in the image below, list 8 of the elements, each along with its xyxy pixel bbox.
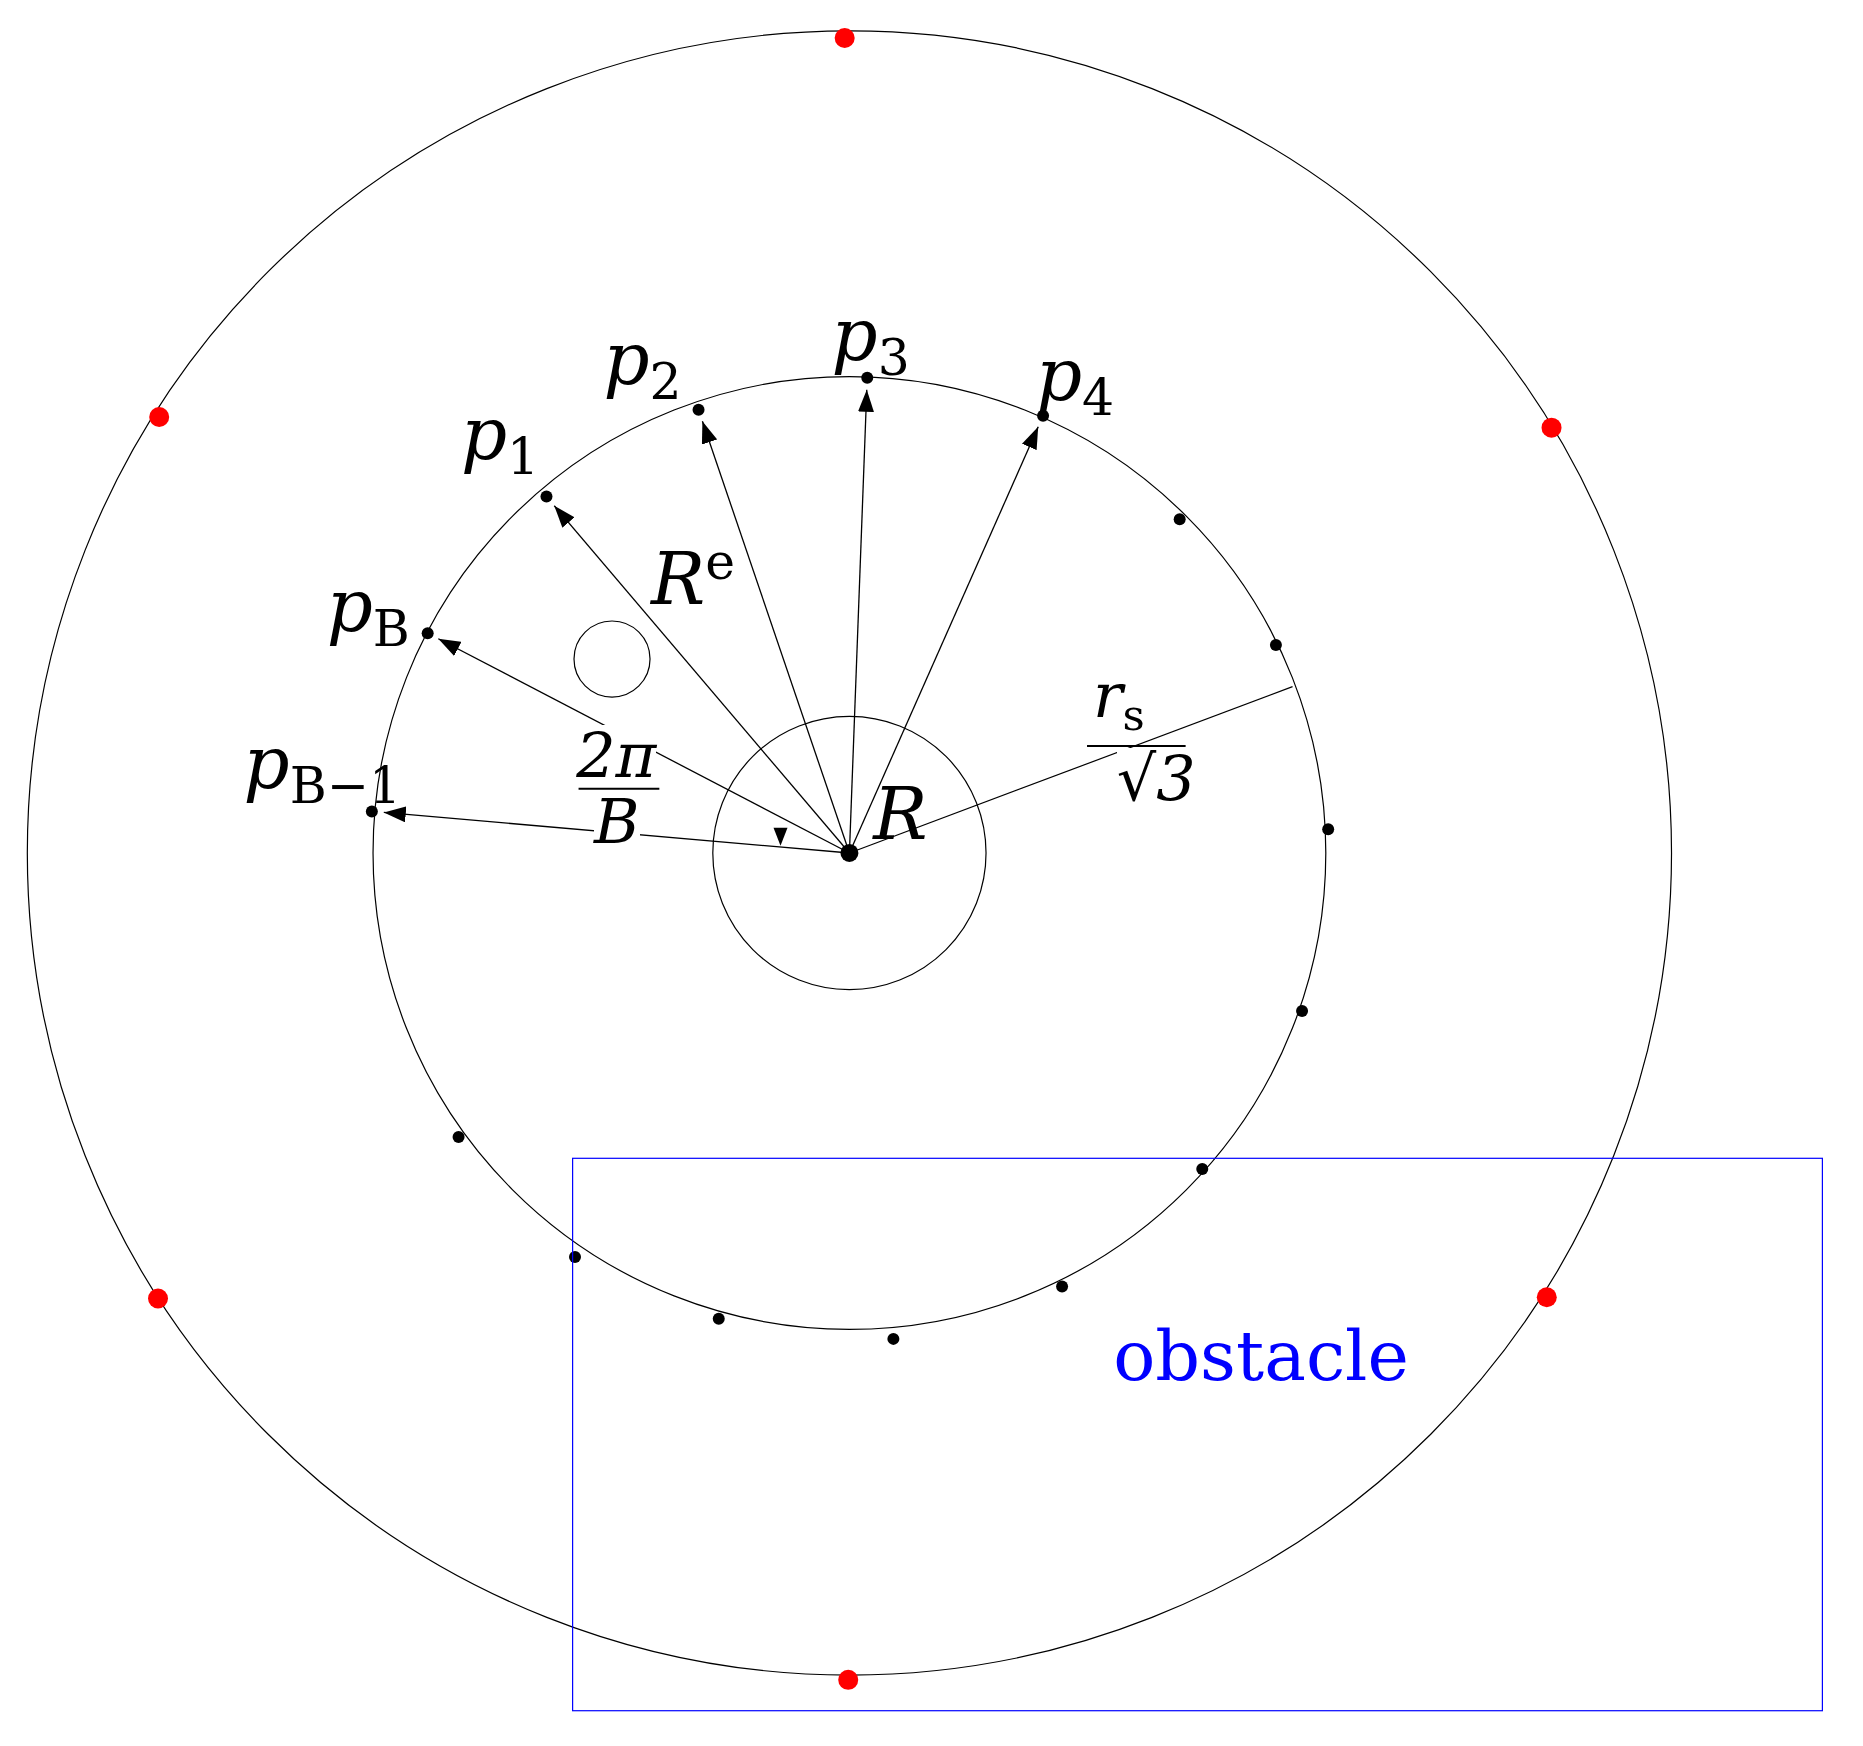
point-label: p$_{3}$ [831,299,910,385]
point-label: p$_{4}$ [1035,338,1115,424]
point-label: p$_{2}$ [603,323,682,408]
robot-label: R [873,778,928,851]
point-label: p$_{1}$ [460,397,540,483]
point-label: p$_{B}$ [326,570,410,656]
obstacle-label: obstacle [1113,1321,1409,1392]
circle-label: R$^{e}$ [651,536,736,615]
